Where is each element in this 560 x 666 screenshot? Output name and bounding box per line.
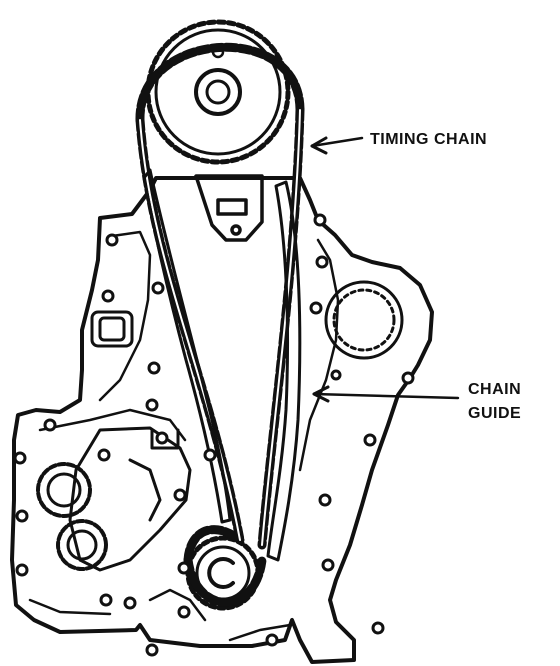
timing-chain-arrow [310,136,364,155]
left-port [90,310,134,348]
cover-relief-lines [28,230,340,642]
oil-pump-gear-lower [56,519,108,571]
front-cover [10,176,434,664]
bolt-holes [13,213,415,657]
chain-guide-label-line1: CHAIN [468,381,521,398]
oil-pump-housing [68,426,192,572]
chain-guide-label-line2: GUIDE [468,405,521,422]
chain-guide [266,180,302,562]
right-boss [324,280,404,360]
timing-chain-label: TIMING CHAIN [370,131,487,148]
chain-guide-arrow [312,385,460,403]
oil-pump-gear-upper [36,462,92,518]
camshaft-sprocket [145,19,291,165]
chain-tensioner [142,168,232,524]
upper-bracket [194,174,264,242]
